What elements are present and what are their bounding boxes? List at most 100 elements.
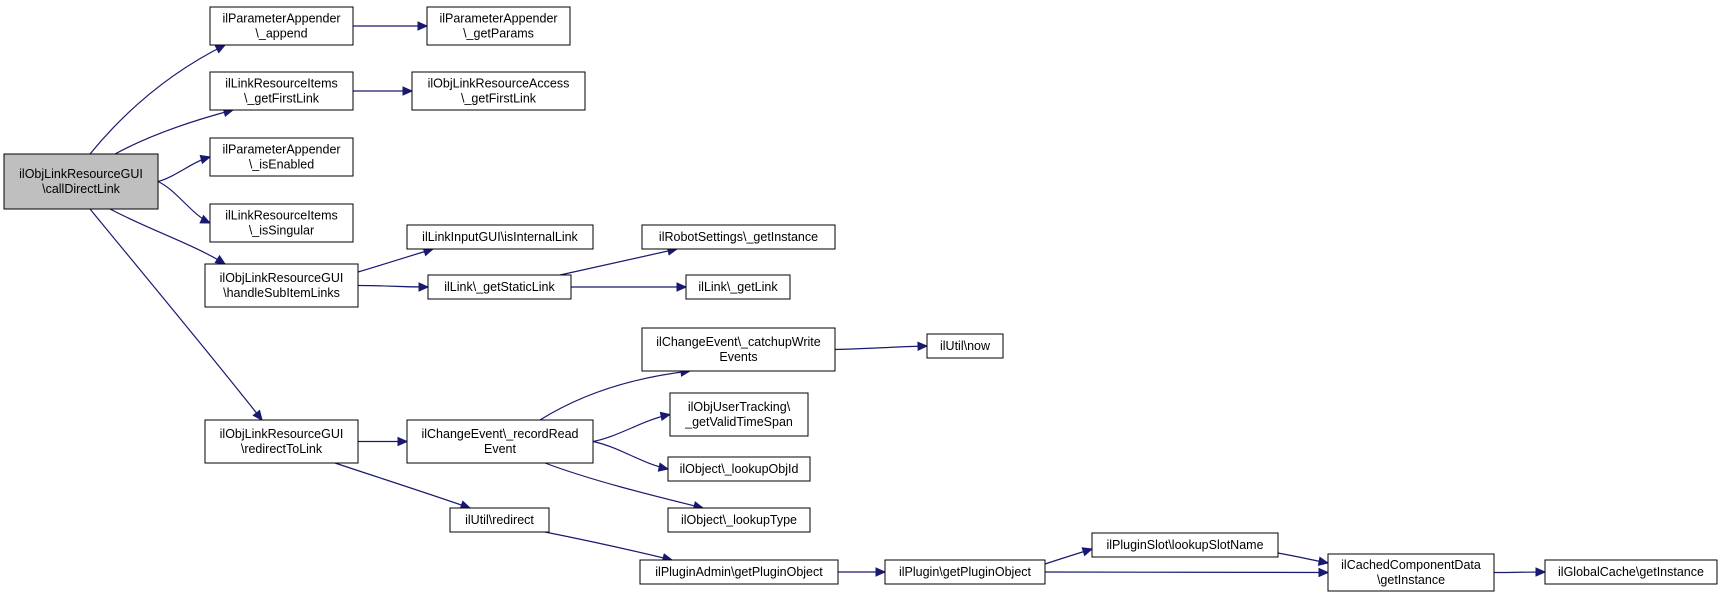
edge-n21-n22 (1044, 547, 1094, 565)
edge-n20-n21 (837, 567, 887, 577)
edge-n1-n2 (353, 21, 429, 31)
node-box (669, 392, 809, 437)
arrow-head-icon (418, 282, 430, 292)
node-label: \getInstance (1377, 573, 1445, 587)
arrow-head-icon (214, 254, 227, 265)
node-label: ilLink\_getLink (698, 280, 778, 294)
node-label: ilParameterAppender (439, 12, 557, 26)
node-label: ilObjLinkResourceGUI (220, 427, 344, 441)
edge-n12-n13 (358, 436, 409, 447)
node-box (884, 559, 1046, 585)
node-box (209, 137, 354, 177)
node-box (204, 263, 359, 308)
node-label: ilPlugin\getPluginObject (899, 565, 1032, 579)
node-label: ilObjLinkResourceGUI (19, 167, 143, 181)
node-box (685, 274, 791, 300)
node-label: ilUtil\now (940, 339, 991, 353)
node-label: \handleSubItemLinks (223, 286, 340, 300)
node-n11: ilLink\_getLink (685, 274, 791, 300)
node-n3: ilLinkResourceItems\_getFirstLink (209, 71, 354, 111)
edge-n0-n12 (89, 208, 263, 421)
node-box (449, 507, 550, 533)
node-n24: ilGlobalCache\getInstance (1544, 559, 1718, 585)
node-n2: ilParameterAppender\_getParams (426, 6, 571, 46)
edge-line (592, 413, 671, 443)
node-n7: ilObjLinkResourceGUI\handleSubItemLinks (204, 263, 359, 308)
node-box (667, 456, 811, 482)
node-label: ilParameterAppender (222, 12, 340, 26)
edge-line (89, 208, 263, 421)
edge-layer (89, 21, 1547, 578)
node-box (209, 6, 354, 46)
node-layer: ilObjLinkResourceGUI\callDirectLinkilPar… (3, 6, 1718, 592)
edge-n3-n4 (353, 86, 414, 96)
node-label: \_append (255, 27, 307, 41)
node-n18: ilObject\_lookupType (667, 507, 811, 533)
arrow-head-icon (659, 411, 672, 422)
node-label: \_isEnabled (249, 158, 314, 172)
edge-line (157, 180, 211, 224)
node-label: ilLinkResourceItems (225, 209, 338, 223)
node-label: ilObject\_lookupObjId (680, 462, 799, 476)
arrow-head-icon (917, 341, 929, 351)
edge-line (334, 462, 471, 509)
node-label: ilPluginAdmin\getPluginObject (655, 565, 823, 579)
edge-n7-n9 (357, 282, 430, 292)
arrow-head-icon (199, 214, 212, 224)
edge-line (109, 208, 226, 265)
node-label: ilParameterAppender (222, 143, 340, 157)
node-n1: ilParameterAppender\_append (209, 6, 354, 46)
arrow-head-icon (1317, 556, 1330, 566)
node-box (641, 327, 836, 372)
arrow-head-icon (1081, 547, 1094, 557)
edge-n13-n14 (539, 367, 692, 421)
arrow-head-icon (199, 154, 212, 165)
edge-n14-n15 (834, 341, 929, 351)
node-label: \callDirectLink (42, 182, 121, 196)
edge-n22-n23 (1277, 552, 1330, 566)
node-label: ilPluginSlot\lookupSlotName (1106, 538, 1263, 552)
node-box (426, 6, 571, 46)
node-n20: ilPluginAdmin\getPluginObject (639, 559, 839, 585)
node-box (641, 224, 836, 250)
edge-n19-n20 (544, 531, 674, 563)
node-n5: ilParameterAppender\_isEnabled (209, 137, 354, 177)
node-box (1544, 559, 1718, 585)
node-label: ilLink\_getStaticLink (444, 280, 555, 294)
node-n4: ilObjLinkResourceAccess\_getFirstLink (411, 71, 586, 111)
node-n6: ilLinkResourceItems\_isSingular (209, 203, 354, 243)
arrow-head-icon (1318, 567, 1330, 578)
node-box (427, 274, 572, 300)
edge-line (357, 248, 434, 273)
node-box (1091, 532, 1279, 558)
edge-n21-n23 (1044, 567, 1330, 578)
edge-n9-n11 (571, 282, 688, 292)
node-n22: ilPluginSlot\lookupSlotName (1091, 532, 1279, 558)
node-n9: ilLink\_getStaticLink (427, 274, 572, 300)
node-label: ilLinkResourceItems (225, 77, 338, 91)
arrow-head-icon (1535, 567, 1547, 577)
node-box (209, 203, 354, 243)
node-label: \_getFirstLink (244, 92, 320, 106)
edge-line (357, 284, 429, 288)
node-n23: ilCachedComponentData\getInstance (1327, 553, 1495, 592)
edge-n12-n19 (334, 462, 472, 510)
arrow-head-icon (397, 436, 409, 447)
node-box (639, 559, 839, 585)
arrow-head-icon (214, 44, 227, 54)
arrow-head-icon (417, 21, 429, 31)
node-label: ilLinkInputGUI\isInternalLink (422, 230, 578, 244)
node-label: \_getParams (463, 27, 534, 41)
node-n21: ilPlugin\getPluginObject (884, 559, 1046, 585)
node-box (3, 153, 159, 210)
node-label: ilChangeEvent\_catchupWrite (656, 335, 820, 349)
edge-n9-n10 (559, 246, 679, 276)
edge-n0-n6 (157, 180, 212, 224)
edge-n13-n17 (592, 440, 670, 472)
edge-n23-n24 (1493, 567, 1547, 577)
node-label: ilChangeEvent\_recordRead (421, 427, 578, 441)
node-label: ilGlobalCache\getInstance (1558, 565, 1704, 579)
